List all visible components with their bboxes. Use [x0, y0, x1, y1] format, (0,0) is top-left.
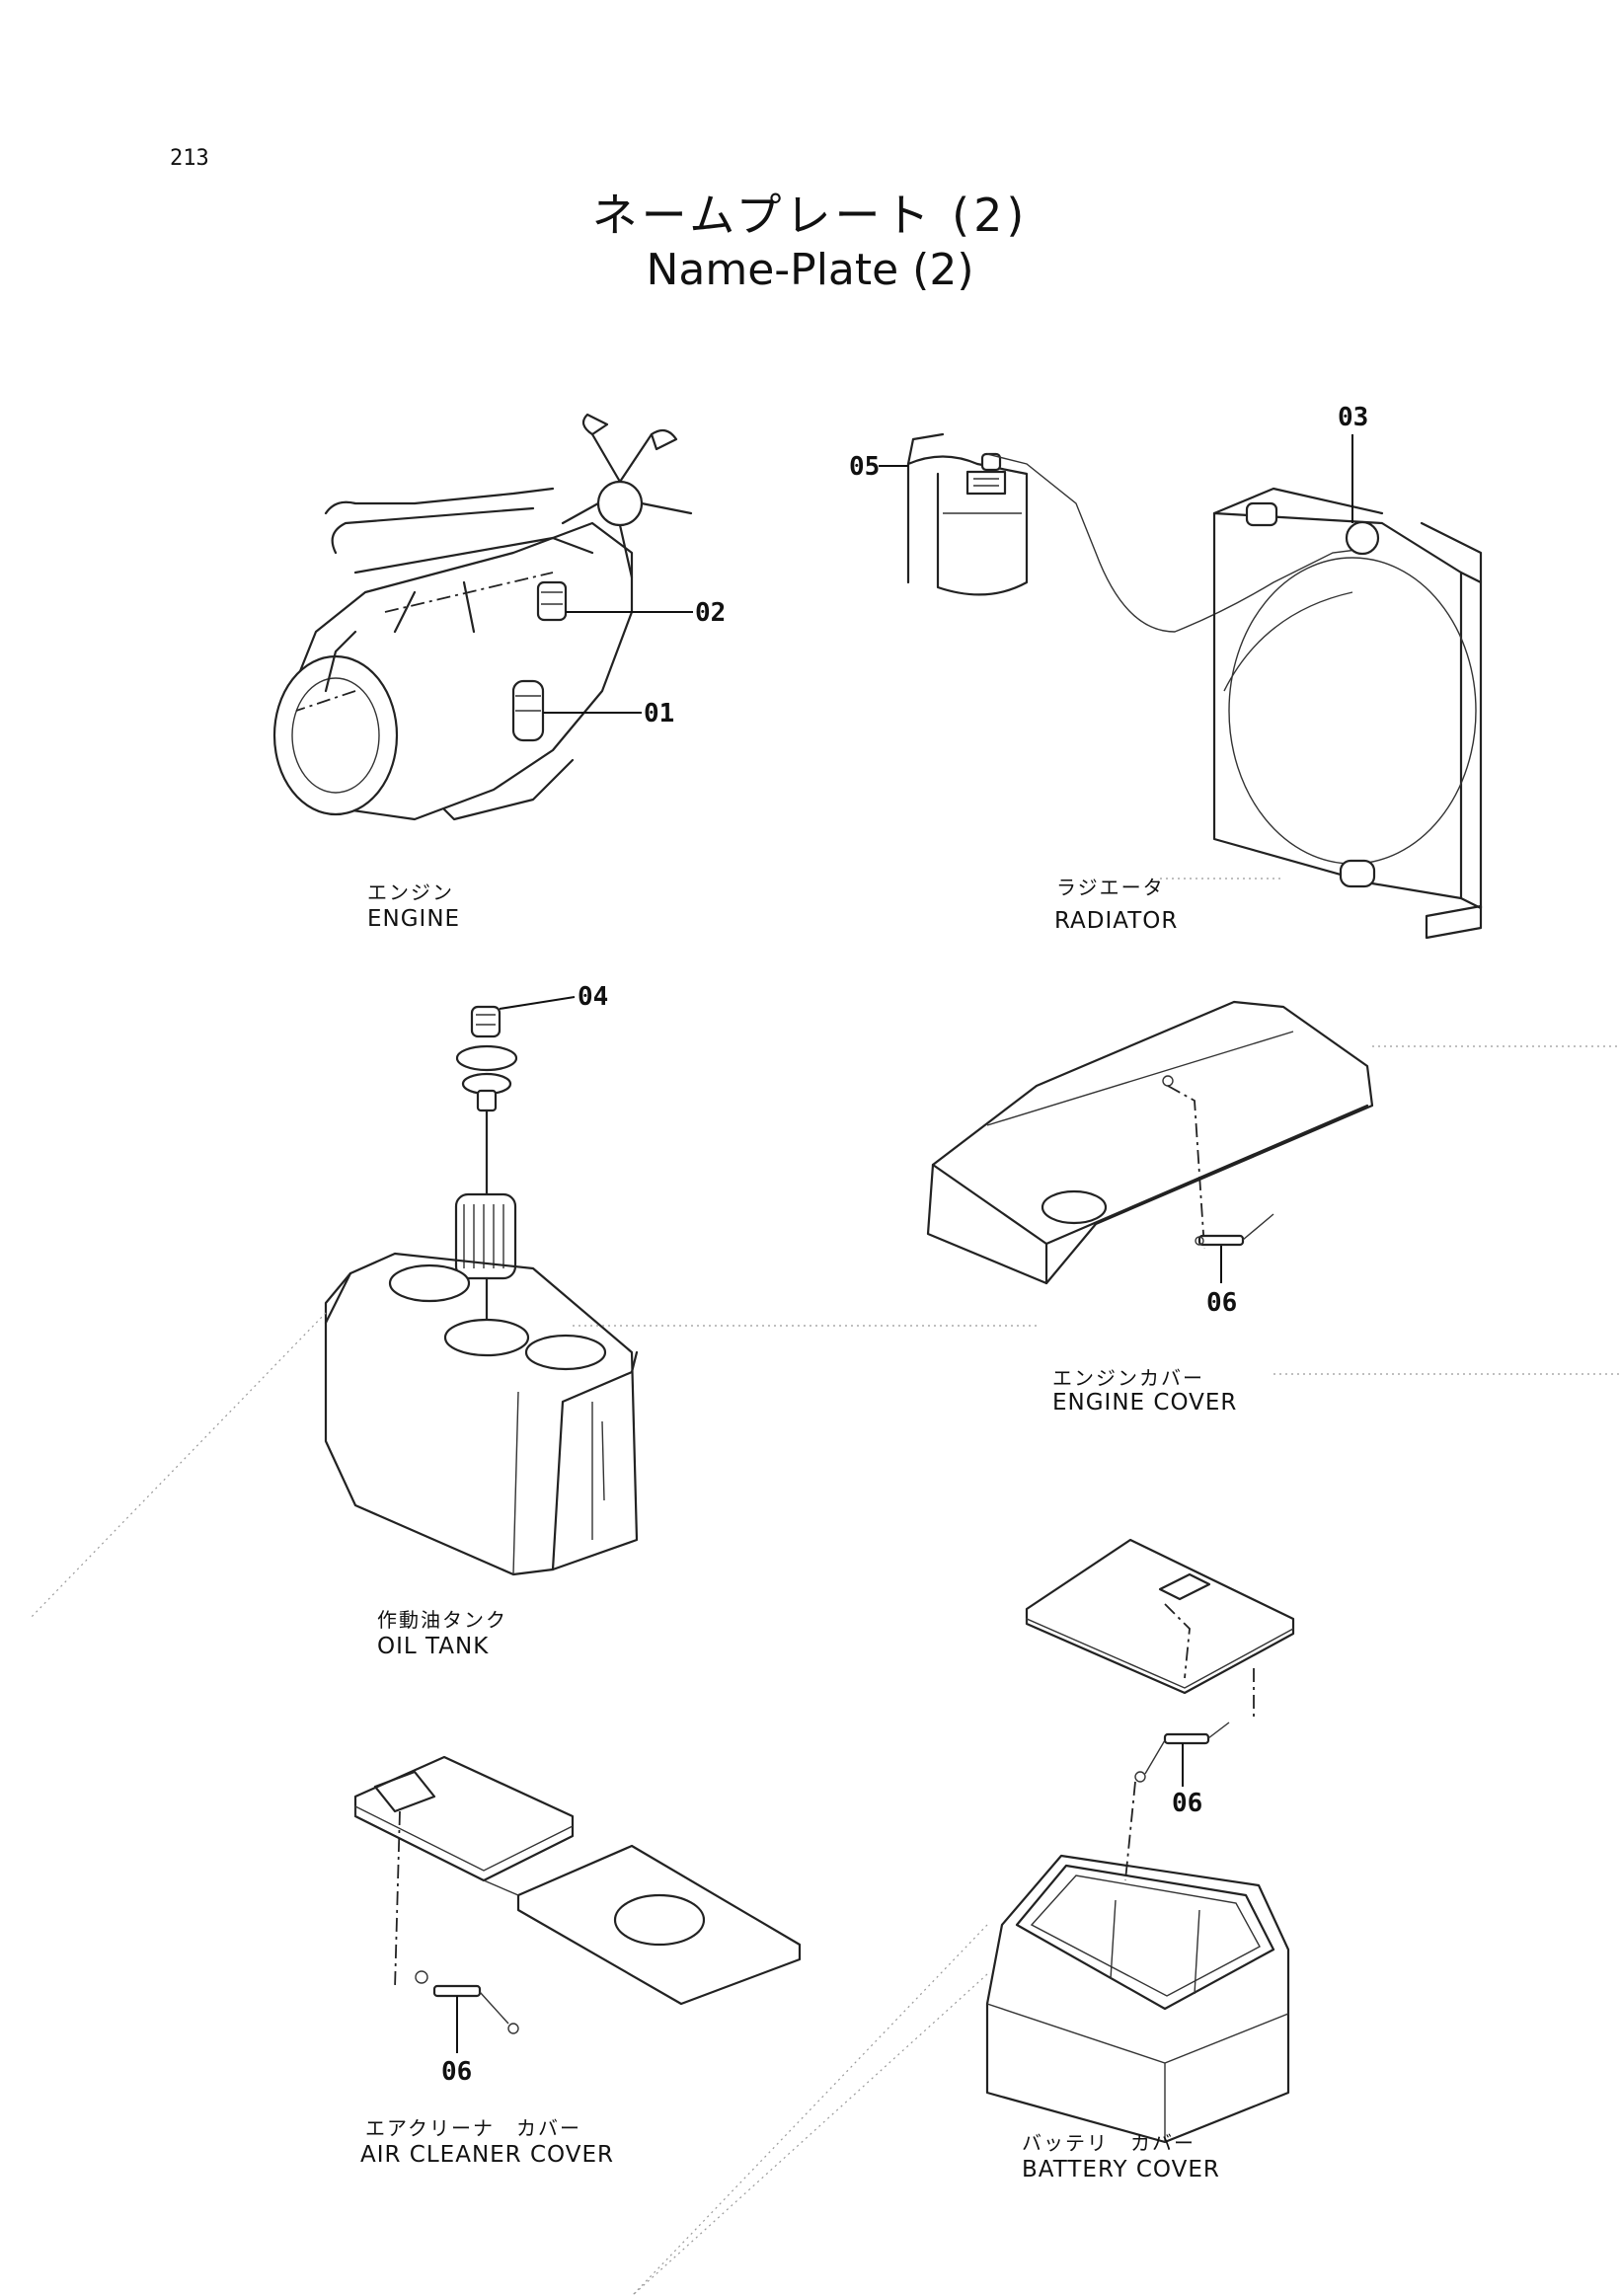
caption-radiator-ja: ラジエータ: [1056, 876, 1165, 899]
callout-01: 01: [644, 699, 675, 728]
engine-drawing: [272, 413, 693, 821]
caption-engine-cover-en: ENGINE COVER: [1052, 1390, 1238, 1416]
page-number: 213: [170, 146, 209, 171]
caption-oil-tank-en: OIL TANK: [377, 1634, 490, 1659]
callout-03: 03: [1338, 403, 1369, 432]
battery-cover-drawing: [631, 1538, 1295, 2296]
caption-radiator-en: RADIATOR: [1054, 908, 1179, 934]
page-title-english: Name-Plate (2): [646, 245, 974, 295]
caption-battery-cover-en: BATTERY COVER: [1022, 2157, 1220, 2182]
caption-air-cleaner-cover-ja: エアクリーナ カバー: [365, 2116, 581, 2140]
callout-02: 02: [695, 598, 727, 628]
caption-engine-ja: エンジン: [367, 880, 454, 904]
radiator-drawing: [879, 432, 1483, 940]
caption-engine-cover-ja: エンジンカバー: [1052, 1366, 1204, 1390]
callout-06-air-cleaner: 06: [441, 2057, 473, 2087]
caption-battery-cover-ja: バッテリ カバー: [1022, 2131, 1196, 2155]
callout-05: 05: [849, 452, 881, 482]
callout-04: 04: [578, 982, 609, 1012]
caption-engine-en: ENGINE: [367, 906, 461, 932]
oil-tank-drawing: [29, 996, 1037, 1620]
air-cleaner-cover-drawing: [353, 1755, 988, 2296]
engine-cover-drawing: [926, 1000, 1620, 1375]
caption-oil-tank-ja: 作動油タンク: [377, 1608, 507, 1632]
page-title-japanese: ネームプレート (2): [591, 189, 1029, 242]
callout-06-battery-cover: 06: [1172, 1789, 1203, 1818]
caption-air-cleaner-cover-en: AIR CLEANER COVER: [360, 2142, 614, 2168]
callout-06-engine-cover: 06: [1206, 1288, 1238, 1318]
